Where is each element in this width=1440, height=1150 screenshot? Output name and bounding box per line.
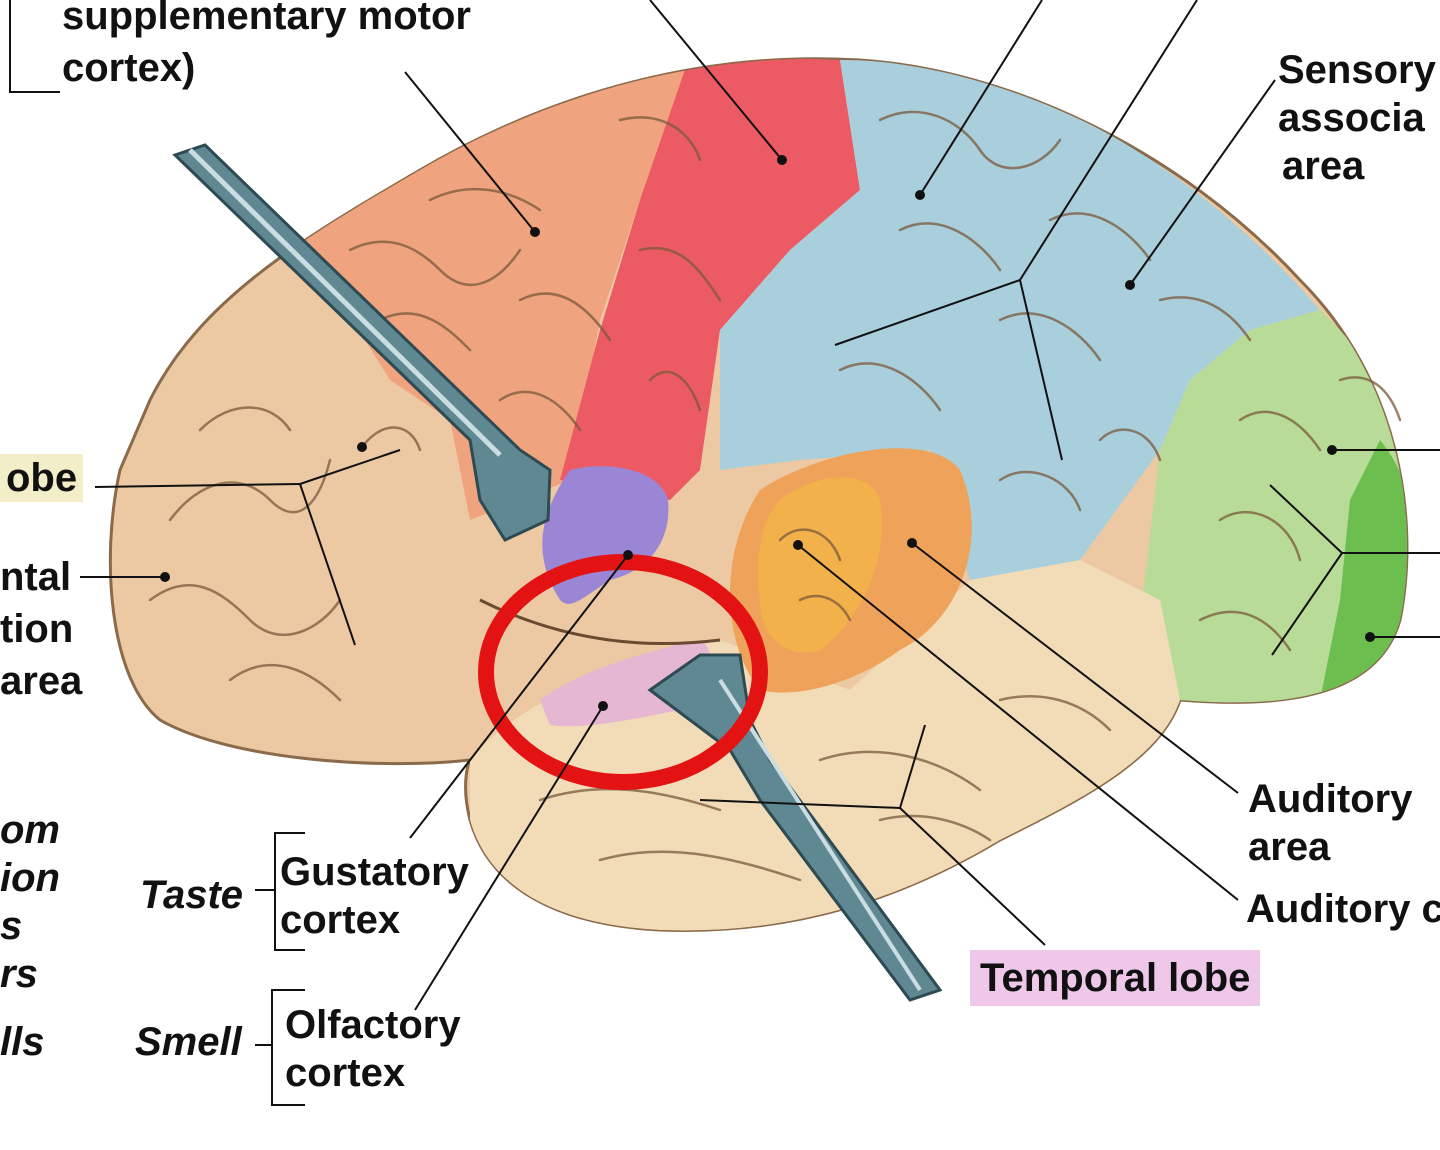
primary-motor-region (560, 58, 860, 500)
label-cut-text-2: ion (0, 856, 60, 900)
label-temporal-lobe: Temporal lobe (970, 950, 1261, 1006)
label-supplementary-motor-line1: supplementary motor (62, 0, 471, 38)
label-frontal-lobe: obe (0, 454, 84, 502)
primary-auditory-region (758, 477, 882, 653)
label-cut-text-1: om (0, 808, 60, 852)
label-sensory-association-line3: area (1282, 144, 1365, 188)
label-auditory-area-line1: Auditory (1248, 777, 1413, 821)
label-auditory-cortex: Auditory c (1246, 887, 1440, 931)
label-olfactory-cortex-line1: Olfactory (285, 1003, 461, 1047)
label-gustatory-cortex-line1: Gustatory (280, 850, 469, 894)
label-gustatory-cortex-line2: cortex (280, 898, 401, 942)
leader-lines (9, 0, 1440, 1106)
brain-lateral-view (108, 57, 1409, 1002)
label-prefrontal-line1: ntal (0, 555, 72, 599)
temporal-region (470, 560, 1180, 931)
label-cut-text-4: rs (0, 952, 38, 996)
label-prefrontal-line3: area (0, 659, 83, 703)
leader-dots (160, 155, 1375, 711)
upper-retractor (172, 143, 552, 542)
label-smell: Smell (135, 1020, 242, 1064)
label-cut-text-5: lls (0, 1020, 45, 1064)
label-taste: Taste (140, 873, 244, 917)
label-olfactory-cortex-line2: cortex (285, 1051, 406, 1095)
label-supplementary-motor-line2: cortex) (62, 46, 196, 90)
somatosensory-region (720, 60, 1320, 580)
label-cut-text-3: s (0, 904, 23, 948)
label-auditory-area-line2: area (1248, 825, 1331, 869)
label-sensory-association-line1: Sensory (1278, 48, 1436, 92)
gyri-texture (148, 110, 1402, 882)
label-sensory-association-line2: associa (1278, 96, 1425, 140)
label-prefrontal-line2: tion (0, 607, 74, 651)
